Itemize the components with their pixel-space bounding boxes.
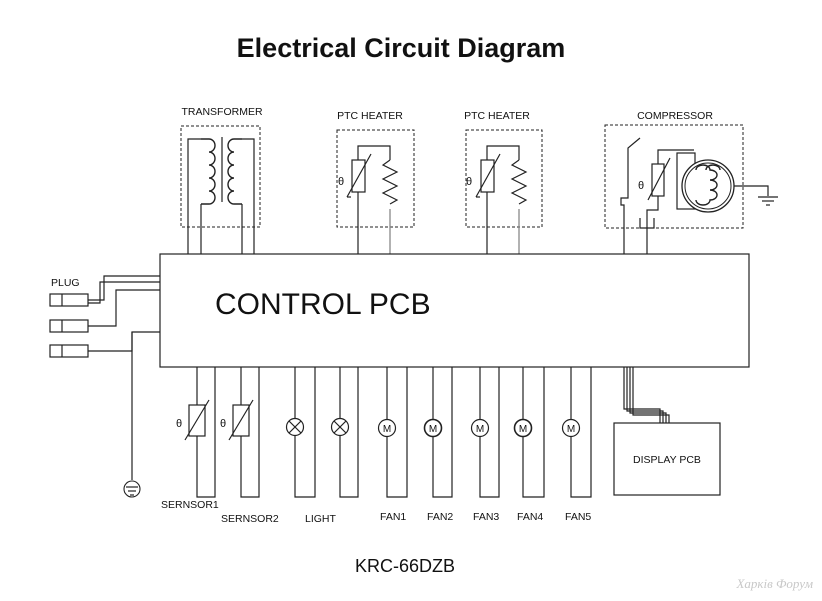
- compressor: COMPRESSOR θ: [604, 110, 778, 254]
- sensor-2-label: SERNSOR2: [221, 513, 279, 525]
- display-pcb: DISPLAY PCB: [613, 367, 721, 496]
- watermark: Харків Форум: [735, 576, 813, 591]
- ptc-heater-2: PTC HEATER θ: [464, 110, 543, 254]
- control-pcb: CONTROL PCB: [159, 253, 750, 368]
- transformer-enclosure: [180, 125, 261, 228]
- ptc-heater-1-label: PTC HEATER: [337, 110, 403, 122]
- fan-2: M FAN2: [423, 367, 453, 523]
- transformer: TRANSFORMER: [180, 106, 263, 254]
- model-number: KRC-66DZB: [355, 556, 455, 576]
- sensor-1-label: SERNSOR1: [161, 499, 219, 511]
- control-pcb-label: CONTROL PCB: [215, 288, 431, 321]
- light-label: LIGHT: [305, 513, 337, 525]
- fan-4: M FAN4: [513, 367, 545, 523]
- fan-1-label: FAN1: [380, 511, 406, 523]
- plug: PLUG: [49, 275, 160, 498]
- fan-5-motor-symbol: M: [567, 424, 575, 435]
- ptc-heater-2-label: PTC HEATER: [464, 110, 530, 122]
- compressor-theta: θ: [638, 180, 644, 192]
- control-pcb-box: [159, 253, 750, 368]
- fan-1: M FAN1: [377, 367, 408, 523]
- compressor-enclosure: [604, 124, 744, 229]
- fan-5: M FAN5: [561, 367, 592, 523]
- fan-4-motor-icon: [513, 418, 533, 438]
- fan-3-motor-symbol: M: [476, 424, 484, 435]
- display-pcb-box: [613, 422, 721, 496]
- compressor-label: COMPRESSOR: [637, 110, 713, 122]
- fan-4-label: FAN4: [517, 511, 543, 523]
- sensor-2: θ SERNSOR2: [220, 367, 279, 525]
- ptc-heater-1: PTC HEATER θ: [336, 110, 415, 254]
- fan-2-motor-symbol: M: [429, 424, 437, 435]
- fan-1-motor-icon: [377, 418, 397, 438]
- sensor-1-theta: θ: [176, 418, 182, 430]
- transformer-label: TRANSFORMER: [181, 106, 263, 118]
- fan-3: M FAN3: [470, 367, 500, 523]
- plug-label: PLUG: [51, 277, 80, 289]
- ptc-heater-1-theta: θ: [338, 176, 344, 188]
- fan-2-motor-icon: [423, 418, 443, 438]
- sensor-2-theta: θ: [220, 418, 226, 430]
- light: LIGHT: [285, 367, 359, 525]
- fan-2-label: FAN2: [427, 511, 453, 523]
- diagram-title: Electrical Circuit Diagram: [237, 33, 566, 63]
- ptc-heater-2-theta: θ: [466, 176, 472, 188]
- display-pcb-label: DISPLAY PCB: [633, 454, 701, 466]
- transformer-secondary-coil: [227, 138, 242, 205]
- sensor-1: θ SERNSOR1: [161, 367, 219, 511]
- ptc-heater-1-enclosure: [336, 129, 415, 228]
- fan-3-motor-icon: [470, 418, 490, 438]
- ptc-heater-2-enclosure: [465, 129, 543, 228]
- transformer-primary-coil: [201, 138, 216, 205]
- fan-1-motor-symbol: M: [383, 424, 391, 435]
- fan-3-label: FAN3: [473, 511, 499, 523]
- plug-ground-icon: [123, 480, 141, 498]
- fan-4-motor-symbol: M: [519, 424, 527, 435]
- fan-5-label: FAN5: [565, 511, 591, 523]
- fan-5-motor-icon: [561, 418, 581, 438]
